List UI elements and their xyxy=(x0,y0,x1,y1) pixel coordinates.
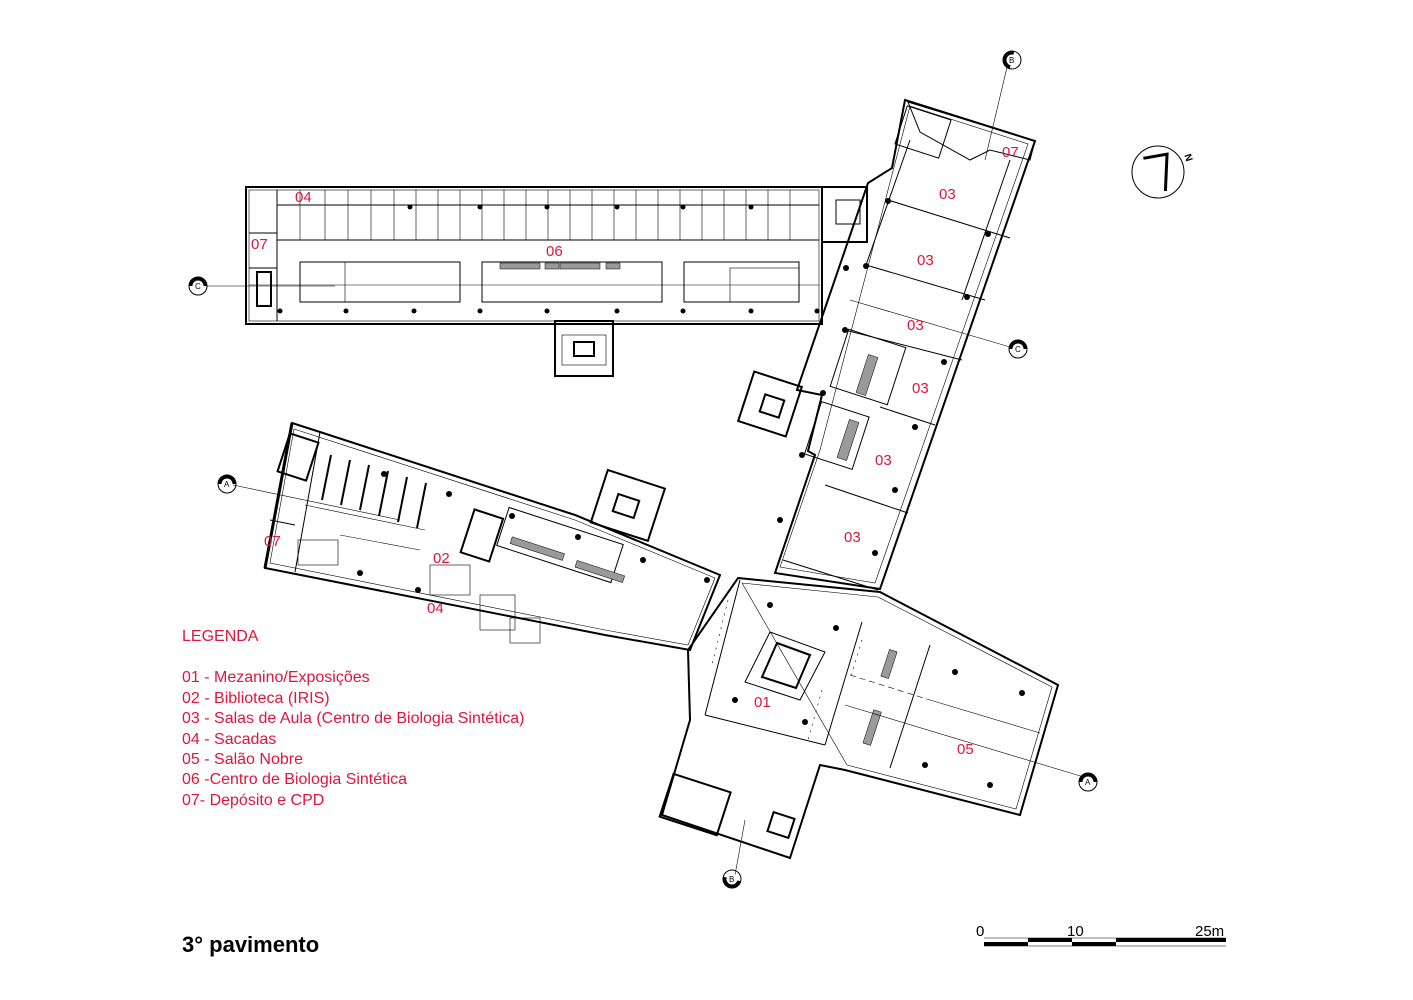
legend-item-01: 01 - Mezanino/Exposições xyxy=(182,669,370,686)
columns-top-wing xyxy=(277,204,820,314)
scale-bar: 0 10 25m xyxy=(976,923,1226,947)
scale-label-0: 0 xyxy=(976,923,984,940)
section-marker-B-bottom: B xyxy=(722,869,742,889)
room-label-04-top: 04 xyxy=(295,189,312,206)
room-label-07-left: 07 xyxy=(251,236,268,253)
room-label-03-d: 03 xyxy=(912,380,929,397)
section-lines xyxy=(206,62,1088,876)
legend-title: LEGENDA xyxy=(182,628,259,645)
wing-mezanino-salao xyxy=(658,576,1060,860)
wing-centro-biologia xyxy=(245,186,868,377)
columns-diagonal-wing xyxy=(777,198,991,556)
room-label-07-top-right: 07 xyxy=(1002,144,1019,161)
room-label-03-e: 03 xyxy=(875,452,892,469)
wc-fixtures-top xyxy=(499,262,621,270)
room-label-03-a: 03 xyxy=(939,186,956,203)
north-letter: N xyxy=(1181,153,1194,163)
north-arrow-icon: N xyxy=(1131,145,1194,199)
circulation-ticks xyxy=(711,599,863,741)
legend-item-04: 04 - Sacadas xyxy=(182,731,276,748)
floor-title: 3° pavimento xyxy=(182,932,319,957)
section-marker-C-left: C xyxy=(188,276,208,296)
wing-salas-de-aula xyxy=(736,98,1037,591)
scale-label-25m: 25m xyxy=(1195,923,1224,940)
room-label-04-lib: 04 xyxy=(427,600,444,617)
section-letter-C-right: C xyxy=(1015,345,1021,354)
section-letter-C-left: C xyxy=(195,282,201,291)
section-letter-B-top: B xyxy=(1009,56,1014,65)
wing-biblioteca xyxy=(263,421,722,652)
section-marker-C-right: C xyxy=(1008,339,1028,359)
study-tables xyxy=(297,539,541,644)
room-label-03-c: 03 xyxy=(907,317,924,334)
room-label-03-b: 03 xyxy=(917,252,934,269)
room-label-03-f: 03 xyxy=(844,529,861,546)
columns-central-hall xyxy=(732,602,1025,788)
legend-item-05: 05 - Salão Nobre xyxy=(182,751,303,768)
columns-library-wing xyxy=(357,471,710,593)
section-letter-B-bottom: B xyxy=(729,875,734,884)
section-letter-A-left: A xyxy=(224,480,230,489)
library-shelves xyxy=(304,454,427,551)
section-letter-A-right: A xyxy=(1085,778,1091,787)
room-label-02: 02 xyxy=(433,550,450,567)
section-marker-A-right: A xyxy=(1078,772,1098,792)
room-labels: 04 07 06 07 03 03 03 03 03 03 07 02 04 0… xyxy=(251,144,1019,758)
legend-item-06: 06 -Centro de Biologia Sintética xyxy=(182,771,407,788)
legend-item-03: 03 - Salas de Aula (Centro de Biologia S… xyxy=(182,710,524,727)
room-label-07-lib: 07 xyxy=(264,533,281,550)
section-marker-A-left: A xyxy=(217,474,237,494)
legend-item-07: 07- Depósito e CPD xyxy=(182,792,324,809)
legend: LEGENDA 01 - Mezanino/Exposições 02 - Bi… xyxy=(182,628,524,809)
legend-item-02: 02 - Biblioteca (IRIS) xyxy=(182,690,330,707)
office-partitions xyxy=(299,190,791,240)
section-marker-B-top: B xyxy=(1002,50,1022,70)
scale-label-10: 10 xyxy=(1067,923,1084,940)
room-label-01: 01 xyxy=(754,694,771,711)
room-label-06: 06 xyxy=(546,243,563,260)
room-label-05: 05 xyxy=(957,741,974,758)
